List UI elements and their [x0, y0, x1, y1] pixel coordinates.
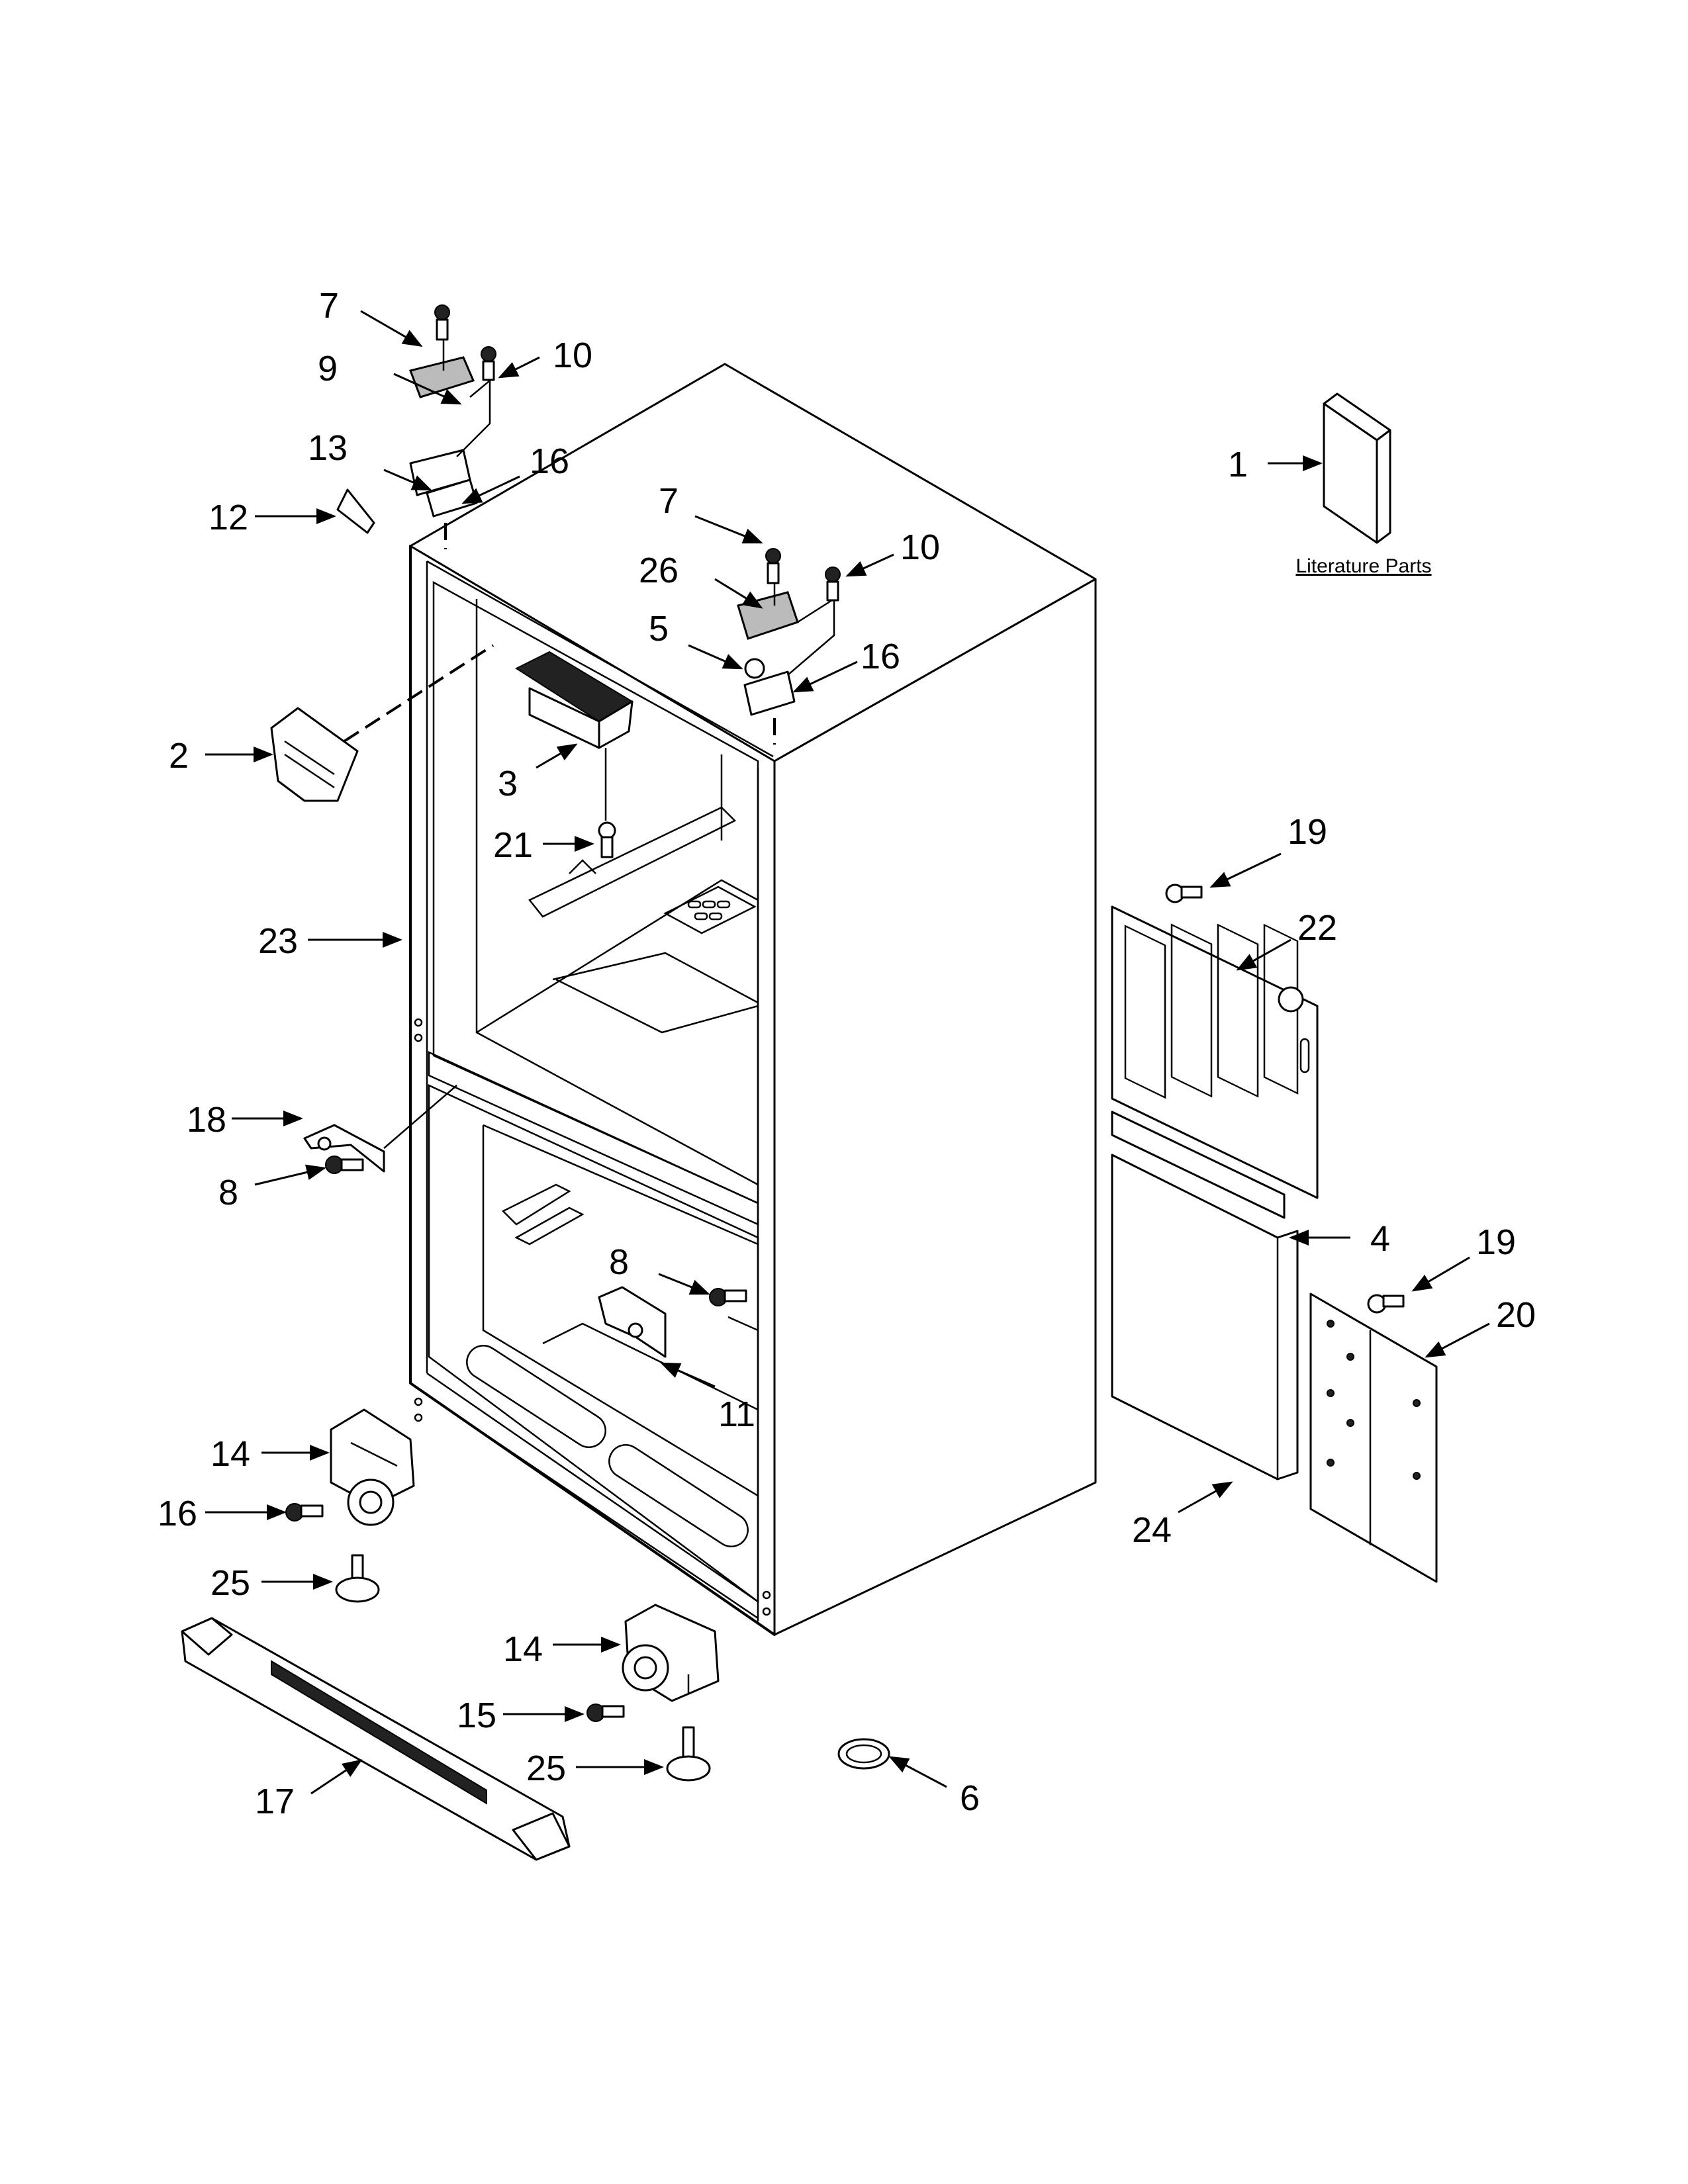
- hinge-cover-12: [336, 488, 375, 534]
- freezer-opening: [428, 1084, 759, 1604]
- literature-booklet: [1323, 392, 1391, 544]
- control-box: [270, 707, 359, 802]
- left-top-hinge-screw-7: [434, 304, 450, 341]
- bracket-screw-8: [325, 1156, 364, 1174]
- callout-10b: 10: [900, 527, 940, 567]
- freezer-screw-8: [709, 1288, 747, 1306]
- light-screw-21: [598, 821, 616, 858]
- callout-15: 15: [457, 1696, 496, 1735]
- grille-screw-19a: [1165, 884, 1203, 903]
- callout-16b: 16: [861, 637, 900, 676]
- callout-16c: 16: [158, 1494, 197, 1533]
- right-roller-bracket-14: [622, 1604, 720, 1702]
- vent-slots: [687, 900, 731, 921]
- callout-14b: 14: [503, 1629, 543, 1669]
- leader-arrows: [205, 310, 1490, 1795]
- callout-7b: 7: [659, 481, 679, 521]
- light-housing: [514, 651, 633, 821]
- cabinet-right-side: [773, 578, 1097, 1636]
- callout-2: 2: [169, 736, 189, 776]
- cabinet: [409, 363, 1097, 1636]
- callout-16a: 16: [530, 441, 569, 481]
- callout-18: 18: [187, 1100, 226, 1140]
- callout-24: 24: [1132, 1510, 1172, 1550]
- panel-screw-19b: [1367, 1294, 1405, 1314]
- callout-6: 6: [960, 1778, 980, 1818]
- freezer-bracket-11: [598, 1286, 667, 1358]
- callout-19a: 19: [1288, 812, 1327, 852]
- left-top-hinge-screw-10: [481, 346, 496, 381]
- callout-1: 1: [1228, 445, 1248, 484]
- right-roller-screw-15: [586, 1704, 625, 1722]
- callout-7a: 7: [319, 286, 339, 326]
- callout-8b: 8: [609, 1242, 629, 1282]
- callout-8a: 8: [218, 1173, 238, 1212]
- callout-20: 20: [1496, 1295, 1536, 1335]
- callout-9: 9: [318, 349, 338, 388]
- left-leveler-25: [335, 1554, 380, 1603]
- base-grille-17: [181, 1617, 571, 1861]
- center-hinge-bracket-18: [303, 1124, 385, 1173]
- right-top-hinge: [737, 576, 835, 745]
- callout-4: 4: [1370, 1219, 1390, 1259]
- callout-25b: 25: [526, 1749, 566, 1788]
- rear-panel-20: [1309, 1293, 1438, 1583]
- callout-13: 13: [308, 428, 348, 468]
- right-top-hinge-screw-10: [825, 567, 841, 602]
- callout-5: 5: [649, 609, 669, 649]
- callout-26: 26: [639, 551, 679, 590]
- callout-12: 12: [209, 498, 248, 537]
- seal-strip-4: [1111, 1111, 1286, 1219]
- mullion: [428, 1051, 759, 1226]
- access-panel-24: [1111, 1154, 1299, 1480]
- right-top-hinge-screw-7: [765, 548, 781, 584]
- callout-17: 17: [255, 1782, 295, 1821]
- left-roller-bracket-14: [330, 1408, 415, 1526]
- left-roller-screw-16: [285, 1503, 324, 1522]
- callout-19b: 19: [1476, 1222, 1516, 1262]
- callout-21: 21: [493, 825, 533, 865]
- callout-labels: 1 2 3 4 5 6 7 7 8 8 9 10 10 11 12 13 14 …: [158, 286, 1536, 1821]
- callout-25a: 25: [211, 1563, 250, 1603]
- callout-3: 3: [498, 764, 518, 803]
- rear-grille-22: [1111, 905, 1319, 1199]
- callout-22: 22: [1297, 908, 1337, 948]
- right-leveler-25: [666, 1726, 711, 1782]
- callout-23: 23: [258, 921, 298, 961]
- callout-11: 11: [718, 1394, 755, 1434]
- plug-6: [837, 1738, 890, 1770]
- literature-parts-label: Literature Parts: [1295, 555, 1431, 577]
- callout-14a: 14: [211, 1434, 250, 1474]
- callout-10a: 10: [553, 336, 592, 375]
